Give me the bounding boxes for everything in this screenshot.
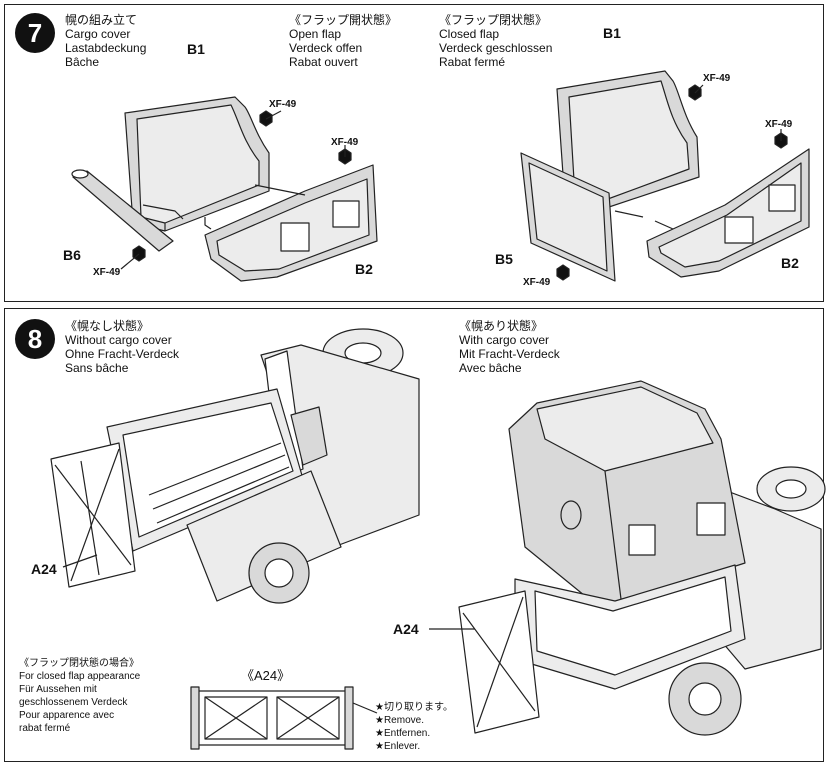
step-number-7: 7 [15, 13, 55, 53]
without-cover-caption: 《幌なし状態》 Without cargo cover Ohne Fracht-… [65, 319, 180, 375]
step-7-title: 幌の組み立て Cargo cover Lastabdeckung Bâche [65, 13, 147, 69]
closed-flap-note: 《フラップ閉状態の場合》 For closed flap appearance … [19, 658, 141, 734]
part-label-b2-closed: B2 [781, 255, 799, 271]
closed-flap-caption: 《フラップ閉状態》 Closed flap Verdeck geschlosse… [439, 13, 553, 69]
step-7-panel: 7 幌の組み立て Cargo cover Lastabdeckung Bâche… [4, 4, 824, 302]
a24-leader-line [62, 554, 475, 630]
part-label-b6: B6 [63, 247, 81, 263]
paint-code-closed-b2: XF-49 [765, 119, 793, 130]
part-label-b1-open: B1 [187, 41, 205, 57]
closed-flap-assembly-drawing [520, 70, 810, 282]
open-flap-caption: 《フラップ開状態》 Open flap Verdeck offen Rabat … [289, 13, 398, 69]
step-number-8: 8 [15, 319, 55, 359]
step-8-panel: 8 《幌なし状態》 Without cargo cover Ohne Frach… [4, 308, 826, 762]
paint-code-open-b6: XF-49 [93, 267, 121, 278]
truck-without-cover-drawing [50, 328, 420, 604]
remove-instructions: ★切り取ります。 ★Remove. ★Entfernen. ★Enlever. [375, 702, 453, 752]
paint-code-closed-b1: XF-49 [703, 73, 731, 84]
part-label-b2-open: B2 [355, 261, 373, 277]
a24-detail-drawing [190, 686, 378, 750]
part-label-b1-closed: B1 [603, 25, 621, 41]
part-label-a24-with-cover: A24 [393, 621, 419, 637]
paint-code-open-b1: XF-49 [269, 99, 297, 110]
open-flap-assembly-drawing [71, 96, 378, 282]
paint-code-open-b2: XF-49 [331, 137, 359, 148]
part-label-a24-without-cover: A24 [31, 561, 57, 577]
paint-code-closed-b5: XF-49 [523, 277, 551, 288]
a24-detail-title: 《A24》 [241, 668, 291, 683]
truck-with-cover-drawing [458, 380, 826, 736]
part-label-b5: B5 [495, 251, 513, 267]
with-cover-caption: 《幌あり状態》 With cargo cover Mit Fracht-Verd… [459, 319, 560, 375]
